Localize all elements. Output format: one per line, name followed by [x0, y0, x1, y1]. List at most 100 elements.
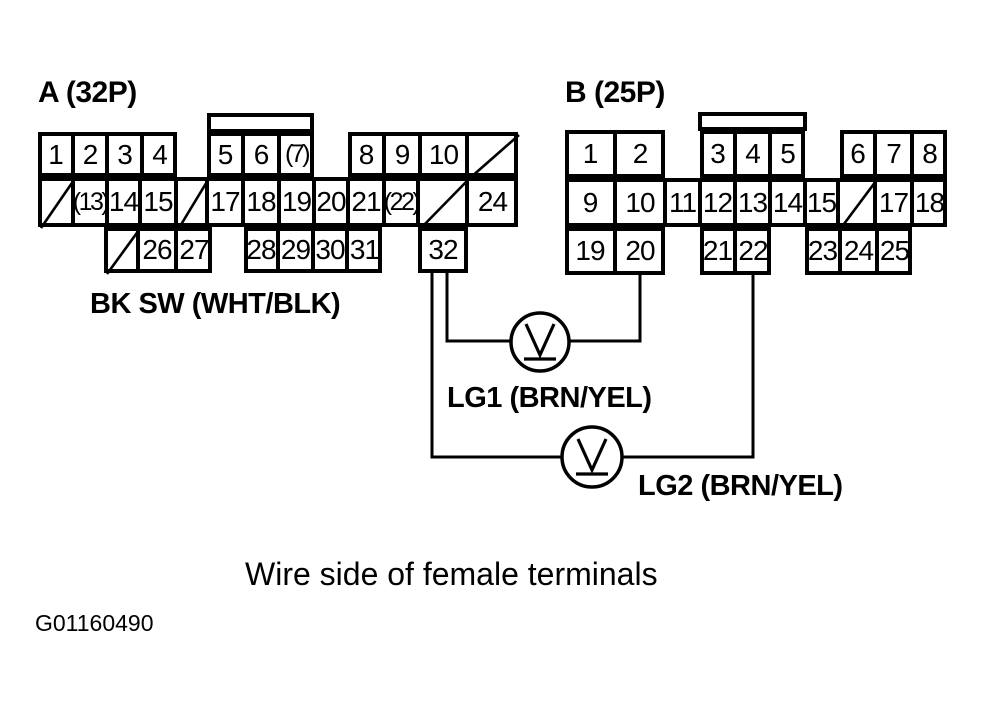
pin-number: 3: [710, 138, 726, 169]
pin-number: 4: [745, 138, 761, 169]
pin-number: 20: [316, 186, 346, 217]
pin-b-18: 18: [912, 178, 947, 227]
pin-number: 15: [143, 186, 173, 217]
pin-number: 17: [878, 186, 909, 218]
pin-a-3: 3: [107, 132, 142, 177]
pin-a-20: 20: [314, 177, 348, 227]
pin-b-11: 11: [665, 178, 700, 227]
pin-a-32: 32: [418, 227, 468, 273]
pin-a-29: 29: [278, 227, 313, 273]
pin-a-19: 19: [279, 177, 314, 227]
pin-number: 6: [253, 138, 270, 170]
pin-number: 2: [82, 138, 99, 170]
pin-a-blocked: [467, 132, 520, 179]
blocked-slash-icon: [178, 179, 209, 229]
pin-number: 9: [394, 138, 411, 170]
pin-number: 5: [217, 138, 234, 170]
pin-a-18: 18: [243, 177, 279, 227]
pin-number: 8: [922, 138, 938, 169]
pin-number: 8: [358, 138, 375, 170]
connector-a-outline: [207, 113, 314, 133]
pin-number: 25: [879, 235, 910, 266]
pin-b-1: 1: [565, 130, 615, 178]
pin-b-7: 7: [875, 130, 912, 178]
wire: [445, 273, 512, 343]
pin-b-22: 22: [735, 227, 771, 275]
pin-b-10: 10: [615, 178, 665, 227]
pin-a-22: (22): [383, 177, 421, 227]
pin-number: 14: [108, 186, 139, 217]
pin-b-2: 2: [615, 130, 665, 178]
pin-number: 19: [575, 235, 605, 266]
wire-label-lg1: LG1 (BRN/YEL): [447, 382, 652, 414]
pin-number: 10: [625, 186, 655, 218]
caption-wire-side: Wire side of female terminals: [245, 556, 658, 592]
pin-a-2: 2: [73, 132, 107, 177]
pin-a-blocked: [418, 177, 469, 229]
pin-a-1: 1: [38, 132, 73, 177]
connector-a-title: A (32P): [38, 76, 137, 109]
pin-number: (7): [284, 140, 311, 168]
pin-b-19: 19: [565, 227, 615, 275]
pin-number: 4: [152, 138, 168, 170]
figure-id: G01160490: [35, 610, 154, 636]
pin-number: 23: [807, 235, 838, 266]
pin-number: 13: [737, 186, 768, 218]
blocked-slash-icon: [106, 229, 140, 275]
pin-number: 6: [850, 138, 866, 169]
connector-b-outline: [698, 112, 807, 131]
pin-b-13: 13: [735, 178, 770, 227]
pin-number: 19: [281, 186, 312, 217]
wire: [622, 275, 755, 459]
wire-label-bk-sw: BK SW (WHT/BLK): [90, 288, 341, 320]
pin-number: 21: [702, 235, 733, 266]
pin-number: 7: [886, 138, 902, 169]
pin-a-24: 24: [467, 177, 518, 227]
pin-number: 17: [210, 186, 240, 217]
pin-b-3: 3: [700, 130, 735, 178]
pin-number: (13): [72, 187, 110, 216]
pin-number: (22): [383, 187, 421, 216]
pin-number: 10: [428, 138, 459, 170]
pin-number: 11: [668, 186, 697, 218]
pin-b-21: 21: [700, 227, 735, 275]
wire: [430, 273, 562, 459]
pin-a-13: (13): [72, 177, 110, 227]
pin-number: 1: [48, 138, 64, 170]
pin-number: 18: [246, 186, 276, 217]
pin-number: 21: [351, 186, 381, 217]
pin-number: 20: [625, 235, 655, 266]
pin-a-blocked: [38, 177, 75, 229]
pin-number: 1: [582, 138, 599, 169]
wire: [568, 275, 642, 343]
pin-number: 24: [843, 235, 874, 266]
pin-a-blocked: [176, 177, 209, 229]
pin-a-blocked: [104, 227, 140, 275]
pin-number: 18: [914, 186, 945, 218]
pin-b-17: 17: [875, 178, 912, 227]
pin-number: 30: [315, 234, 345, 265]
pin-a-7: (7): [279, 132, 314, 177]
pin-b-6: 6: [840, 130, 875, 178]
pin-a-17: 17: [207, 177, 243, 227]
pin-a-26: 26: [138, 227, 176, 273]
pin-b-5: 5: [770, 130, 805, 178]
pin-number: 22: [738, 235, 768, 266]
pin-a-27: 27: [176, 227, 212, 273]
pin-a-8: 8: [348, 132, 384, 177]
pin-b-blocked: [838, 178, 877, 229]
blocked-slash-icon: [420, 179, 469, 229]
pin-number: 12: [702, 186, 733, 218]
pin-number: 3: [117, 138, 133, 170]
pin-a-30: 30: [313, 227, 347, 273]
pin-b-8: 8: [912, 130, 947, 178]
pin-number: 15: [806, 186, 837, 218]
pin-b-23: 23: [805, 227, 840, 275]
blocked-slash-icon: [40, 179, 75, 229]
pin-a-6: 6: [243, 132, 279, 177]
pin-a-9: 9: [384, 132, 420, 177]
pin-a-21: 21: [348, 177, 384, 227]
pin-number: 24: [477, 186, 508, 217]
